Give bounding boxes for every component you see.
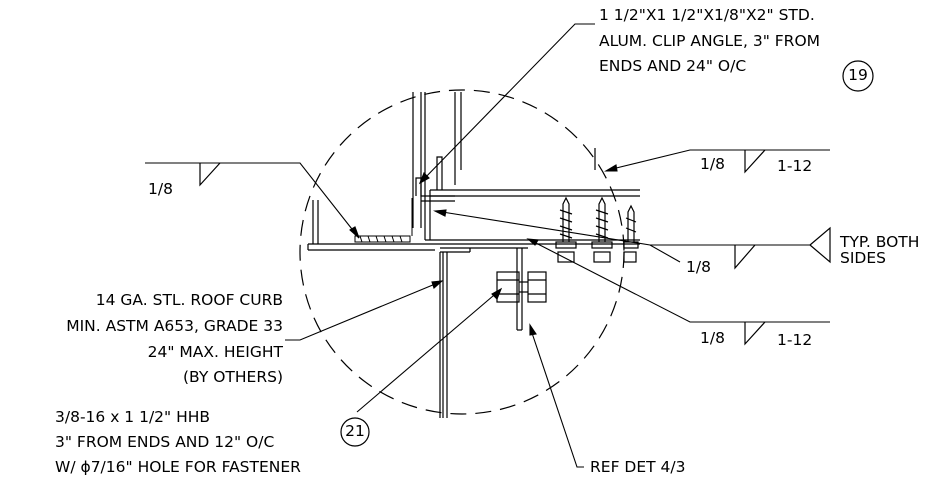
callout-21-label: 21 — [345, 422, 365, 440]
weld-symbol-typ — [734, 226, 831, 270]
weld-size-upper-right: 1/8 — [700, 155, 725, 173]
clip-angle-note-line-1: 1 1/2"X1 1/2"X1/8"X2" STD. — [599, 6, 815, 24]
weld-length-upper-right: 1-12 — [777, 157, 813, 175]
weld-length-lower-right: 1-12 — [777, 331, 813, 349]
roof-curb-note-line-1: 14 GA. STL. ROOF CURB — [95, 291, 283, 309]
leader-lines — [145, 23, 830, 468]
top-rail — [307, 189, 640, 252]
weld-symbol-upper-right — [744, 149, 766, 174]
unit-wall — [412, 92, 596, 240]
bolt-assembly — [496, 248, 547, 331]
roof-curb-wall — [439, 247, 528, 418]
ref-detail-note: REF DET 4/3 — [590, 458, 686, 476]
callout-19-circle — [842, 60, 874, 92]
screw-3 — [623, 204, 639, 263]
weld-symbol-lower-right — [744, 321, 766, 346]
typ-both-sides-line-1: TYP. BOTH — [840, 233, 920, 251]
roof-curb-note-line-4: (BY OTHERS) — [182, 368, 283, 386]
weld-hatch — [354, 198, 413, 243]
clip-angle-note-line-3: ENDS AND 24" O/C — [599, 57, 747, 75]
bolt-note-line-1: 3/8-16 x 1 1/2" HHB — [55, 408, 211, 426]
typ-both-sides-line-2: SIDES — [840, 249, 886, 267]
callout-19-label: 19 — [848, 66, 868, 84]
callout-21-circle — [340, 417, 370, 447]
screw-2 — [591, 196, 613, 263]
screw-1 — [555, 196, 577, 263]
screw-fasteners — [555, 196, 639, 263]
roof-curb-note-line-2: MIN. ASTM A653, GRADE 33 — [66, 317, 283, 335]
weld-size-typ: 1/8 — [686, 258, 711, 276]
weld-size-left: 1/8 — [148, 180, 173, 198]
bolt-note-line-2: 3" FROM ENDS AND 12" O/C — [55, 433, 275, 451]
weld-symbol-left — [199, 162, 221, 187]
weld-size-lower-right: 1/8 — [700, 329, 725, 347]
clip-angle-note-line-2: ALUM. CLIP ANGLE, 3" FROM — [599, 32, 821, 50]
bolt-note-line-3: W/ ϕ7/16" HOLE FOR FASTENER — [55, 458, 301, 476]
roof-curb-note-line-3: 24" MAX. HEIGHT — [147, 343, 283, 361]
